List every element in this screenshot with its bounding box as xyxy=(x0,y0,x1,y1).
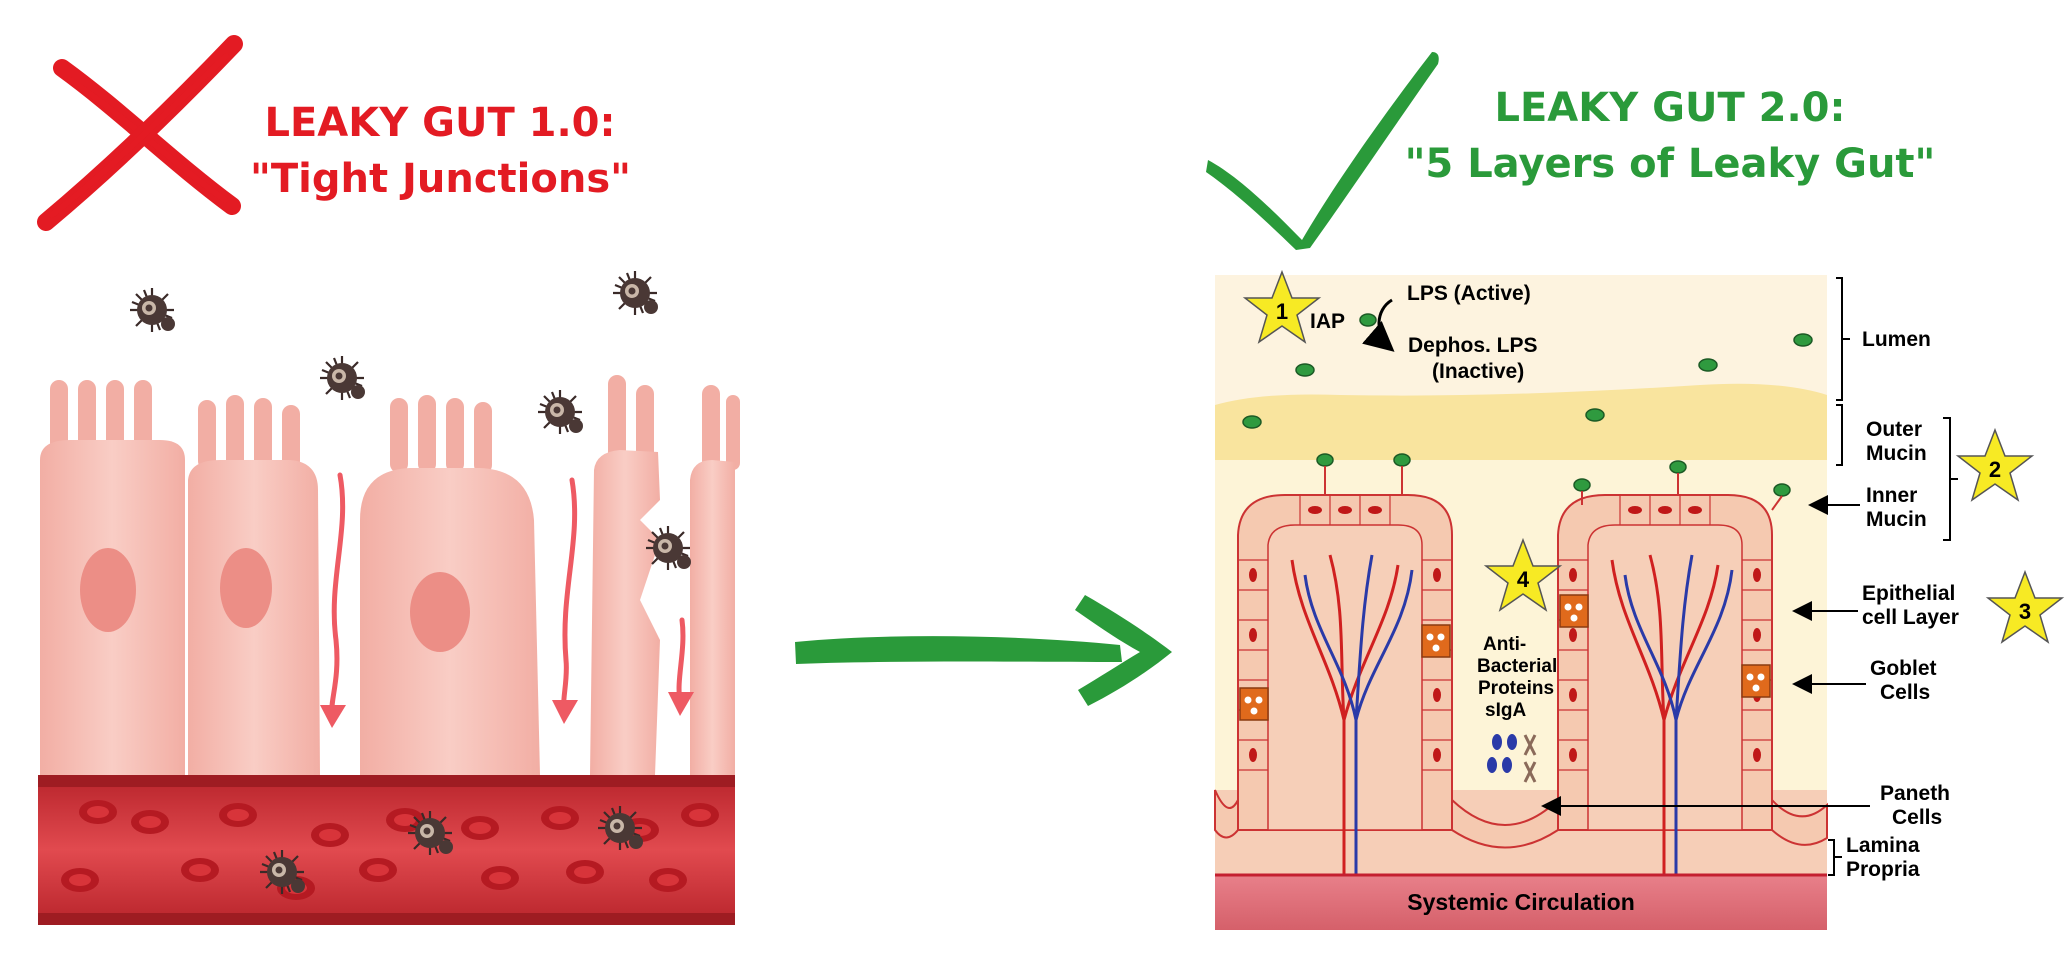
epithelial-cell-damaged xyxy=(590,375,660,775)
layer-labels: Lumen Outer Mucin Inner Mucin Epithelial… xyxy=(1541,277,1959,881)
epithelial-cell xyxy=(360,395,540,775)
inner-mucin-label-2: Mucin xyxy=(1866,508,1927,531)
epithelial-cell xyxy=(188,395,320,775)
bacterium-icon xyxy=(611,269,660,317)
epithelial-label-2: cell Layer xyxy=(1862,606,1959,629)
villus xyxy=(1557,494,1773,875)
epithelial-cell xyxy=(690,385,740,775)
paneth-label-2: Cells xyxy=(1892,806,1942,829)
goblet-label-1: Goblet xyxy=(1870,657,1937,680)
star-3-number: 3 xyxy=(2019,599,2031,624)
diagram-text: IAP LPS (Active) Dephos. LPS (Inactive) … xyxy=(1310,282,1635,915)
bacterium-icon xyxy=(128,286,177,334)
abp-line4: sIgA xyxy=(1485,700,1526,721)
lumen-label: Lumen xyxy=(1862,328,1931,351)
lamina-label-1: Lamina xyxy=(1846,834,1920,857)
star-4-number: 4 xyxy=(1517,567,1530,592)
star-2-number: 2 xyxy=(1989,457,2001,482)
leaky-gut-1-title-line1: LEAKY GUT 1.0: xyxy=(264,100,616,146)
iap-label: IAP xyxy=(1310,310,1345,333)
sIgA-molecules xyxy=(1487,734,1517,773)
lps-active-label: LPS (Active) xyxy=(1407,282,1531,305)
bacterium-icon xyxy=(318,354,367,402)
leaky-gut-1-title: LEAKY GUT 1.0: "Tight Junctions" xyxy=(250,95,631,207)
abp-line2: Bacterial xyxy=(1477,656,1557,677)
green-check-icon xyxy=(1206,52,1439,250)
abp-line3: Proteins xyxy=(1478,678,1554,699)
lamina-label-2: Propria xyxy=(1846,858,1920,881)
outer-mucin-label-2: Mucin xyxy=(1866,442,1927,465)
bacterium-icon xyxy=(644,524,693,572)
bacterium-icon xyxy=(536,388,585,436)
systemic-circulation-label: Systemic Circulation xyxy=(1407,889,1635,915)
leaky-gut-2-title: LEAKY GUT 2.0: "5 Layers of Leaky Gut" xyxy=(1400,80,1940,192)
abp-line1: Anti- xyxy=(1483,634,1526,655)
red-x-icon xyxy=(37,35,243,231)
leaky-gut-2-title-line2: "5 Layers of Leaky Gut" xyxy=(1404,141,1936,187)
gut-layers-diagram xyxy=(1214,275,1828,930)
lps-molecule xyxy=(1242,313,1813,497)
epithelial-cell xyxy=(40,380,185,775)
star-2-icon: 2 xyxy=(1955,427,2035,502)
epithelial-label-1: Epithelial xyxy=(1862,582,1955,605)
leak-arrow xyxy=(320,472,694,728)
leaky-gut-1-title-line2: "Tight Junctions" xyxy=(250,156,631,202)
bacterium-icon xyxy=(596,804,645,852)
bacterium-icon xyxy=(406,809,455,857)
green-arrow-icon xyxy=(795,595,1172,706)
outer-mucin-label-1: Outer xyxy=(1866,418,1922,441)
inner-mucin-label-1: Inner xyxy=(1866,484,1917,507)
paneth-label-1: Paneth xyxy=(1880,782,1950,805)
villus xyxy=(1237,494,1453,875)
leaky-gut-2-title-line1: LEAKY GUT 2.0: xyxy=(1494,85,1846,131)
star-4-icon: 4 xyxy=(1483,537,1563,612)
star-1-icon: 1 xyxy=(1242,269,1322,344)
star-3-icon: 3 xyxy=(1985,569,2065,644)
star-1-number: 1 xyxy=(1276,299,1288,324)
bacterium-icon xyxy=(258,848,307,896)
tight-junctions-illustration xyxy=(38,269,740,925)
lps-dephos-label: Dephos. LPS xyxy=(1408,334,1538,357)
lps-inactive-label: (Inactive) xyxy=(1432,360,1524,383)
goblet-label-2: Cells xyxy=(1880,681,1930,704)
blood-vessel xyxy=(38,775,735,925)
